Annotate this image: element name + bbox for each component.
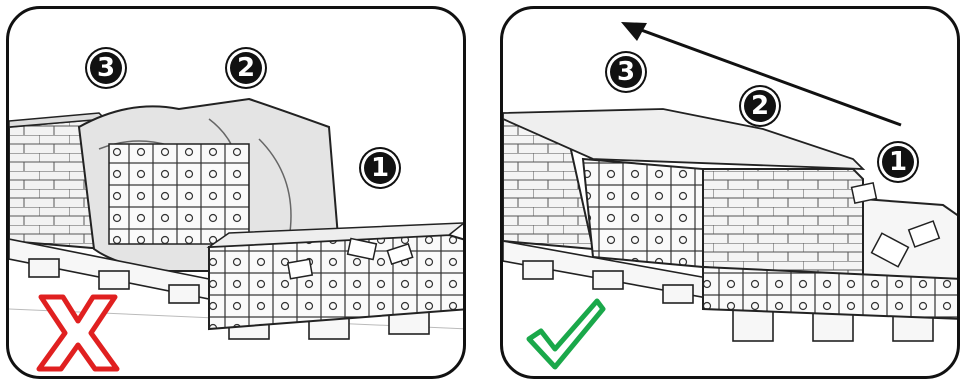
step-marker-2: 2: [741, 87, 779, 125]
step-marker-1: 1: [879, 143, 917, 181]
panel-wrong: 3 2 1: [6, 6, 466, 379]
panel-correct: 3 2 1: [500, 6, 960, 379]
step-marker-3: 3: [607, 53, 645, 91]
pallet-illustration-wrong: [9, 97, 463, 340]
step-marker-2: 2: [227, 49, 265, 87]
step-marker-3: 3: [87, 49, 125, 87]
x-mark-icon: [36, 294, 120, 372]
step-marker-1: 1: [361, 149, 399, 187]
pallet-illustration-correct: [503, 22, 957, 342]
check-mark-icon: [526, 298, 606, 370]
